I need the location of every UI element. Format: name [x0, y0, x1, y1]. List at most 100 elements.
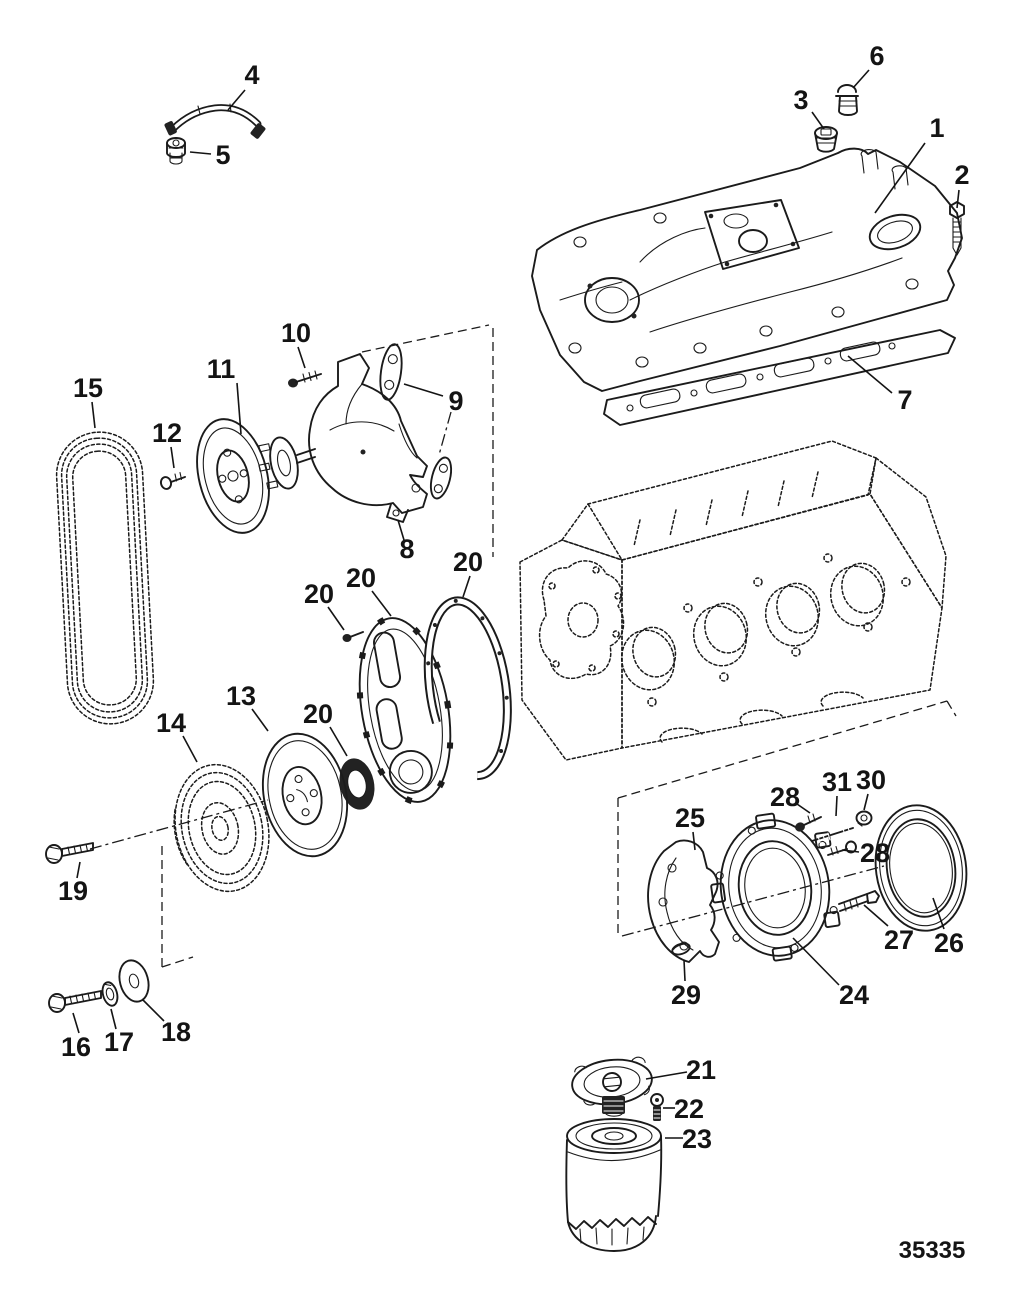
leader-line-2	[956, 189, 960, 209]
callout-26: 26	[934, 928, 964, 958]
callout-28b: 28	[860, 838, 890, 868]
seal-stud-nut-drawing	[855, 810, 873, 827]
oil-filter-drawing	[565, 1118, 663, 1252]
seal-screw-b-drawing	[827, 840, 857, 856]
leader-line-12	[170, 446, 175, 469]
harmonic-balancer-drawing	[173, 763, 270, 893]
leader-line-8	[397, 519, 405, 541]
construction-lines	[89, 324, 957, 968]
tube-fitting-drawing	[166, 137, 186, 165]
intake-manifold-drawing	[531, 147, 963, 392]
fitting-drawing	[835, 84, 859, 116]
callout-13: 13	[226, 681, 256, 711]
pump-gasket-lower-drawing	[429, 456, 453, 500]
pulley-bolt-drawing	[159, 471, 186, 490]
callout-23: 23	[682, 1124, 712, 1154]
callout-28a: 28	[770, 782, 800, 812]
leader-line-5	[189, 151, 212, 155]
callout-1: 1	[929, 113, 944, 143]
callout-27: 27	[884, 925, 914, 955]
callout-31: 31	[822, 767, 852, 797]
callout-20c: 20	[453, 547, 483, 577]
engine-block-drawing	[519, 440, 947, 761]
leader-line-19	[76, 861, 81, 879]
leader-line-21	[645, 1071, 688, 1080]
callout-9: 9	[448, 386, 463, 416]
callout-12: 12	[152, 418, 182, 448]
leader-line-18	[142, 999, 165, 1022]
water-pump-drawing	[258, 353, 428, 523]
adapter-bolt-drawing	[650, 1093, 664, 1121]
callout-25: 25	[675, 803, 705, 833]
callout-4: 4	[244, 60, 259, 90]
leader-line-16	[72, 1012, 80, 1034]
callout-30: 30	[856, 765, 886, 795]
callout-29: 29	[671, 980, 701, 1010]
leader-line-6	[852, 69, 870, 89]
manifold-gasket-drawing	[603, 329, 956, 426]
rear-seal-ring-drawing	[874, 804, 968, 932]
crank-pulley-drawing	[261, 732, 349, 858]
drawing-number: 35335	[899, 1237, 966, 1264]
drive-belt-drawing	[55, 431, 155, 725]
seal-stud-drawing	[811, 826, 854, 844]
leader-line-28b	[841, 849, 860, 853]
callout-7: 7	[897, 385, 912, 415]
rear-seal-housing-drawing	[710, 812, 841, 962]
callout-18: 18	[161, 1017, 191, 1047]
pump-bolt-drawing	[288, 370, 322, 388]
callout-19: 19	[58, 876, 88, 906]
leader-line-30	[863, 793, 869, 811]
leader-line-29	[683, 959, 686, 982]
leader-line-20b	[371, 590, 392, 617]
callout-5: 5	[215, 140, 230, 170]
leader-line-25	[692, 831, 696, 851]
leader-line-3	[811, 111, 825, 130]
pump-pulley-drawing	[196, 418, 270, 534]
dowel-pin-drawing	[671, 942, 691, 956]
callout-22: 22	[674, 1094, 704, 1124]
callout-21: 21	[686, 1055, 716, 1085]
leader-line-7	[847, 355, 893, 394]
leader-line-4	[227, 89, 246, 111]
crank-seal-drawing	[339, 758, 375, 810]
callout-24: 24	[839, 980, 869, 1010]
pump-gasket-upper-drawing	[379, 343, 403, 401]
leader-line-11	[236, 382, 242, 435]
leader-line-27	[863, 904, 889, 927]
callout-15: 15	[73, 373, 103, 403]
callout-10: 10	[281, 318, 311, 348]
callout-14: 14	[156, 708, 186, 738]
manifold-bolt-drawing	[949, 201, 965, 256]
pipe-plug-drawing	[814, 126, 838, 153]
leader-line-1	[874, 142, 926, 214]
tube-drawing	[164, 103, 266, 139]
balancer-bolt-drawing	[45, 842, 94, 864]
timing-cover-gasket-drawing	[423, 596, 512, 781]
leader-line-20d	[329, 726, 348, 757]
callout-6: 6	[869, 41, 884, 71]
callout-20b: 20	[346, 563, 376, 593]
timing-cover-bolt-drawing	[342, 631, 364, 642]
leader-line-28a	[796, 803, 811, 814]
pulley-mount-bolt-drawing	[48, 990, 102, 1013]
leader-line-20c	[462, 575, 471, 598]
flat-washer-drawing	[118, 959, 150, 1003]
leader-line-31	[835, 795, 838, 817]
callout-17: 17	[104, 1027, 134, 1057]
lock-washer-drawing	[101, 981, 119, 1007]
seal-housing-bolt-drawing	[838, 890, 880, 912]
leader-line-17	[110, 1008, 117, 1030]
callout-20d: 20	[303, 699, 333, 729]
callout-16: 16	[61, 1032, 91, 1062]
seal-screw-a-drawing	[795, 813, 822, 832]
callout-8: 8	[399, 534, 414, 564]
leader-line-24	[792, 937, 840, 986]
leader-line-14	[182, 735, 198, 763]
leader-line-10	[297, 346, 306, 369]
callout-2: 2	[954, 160, 969, 190]
leader-line-26	[932, 897, 945, 930]
